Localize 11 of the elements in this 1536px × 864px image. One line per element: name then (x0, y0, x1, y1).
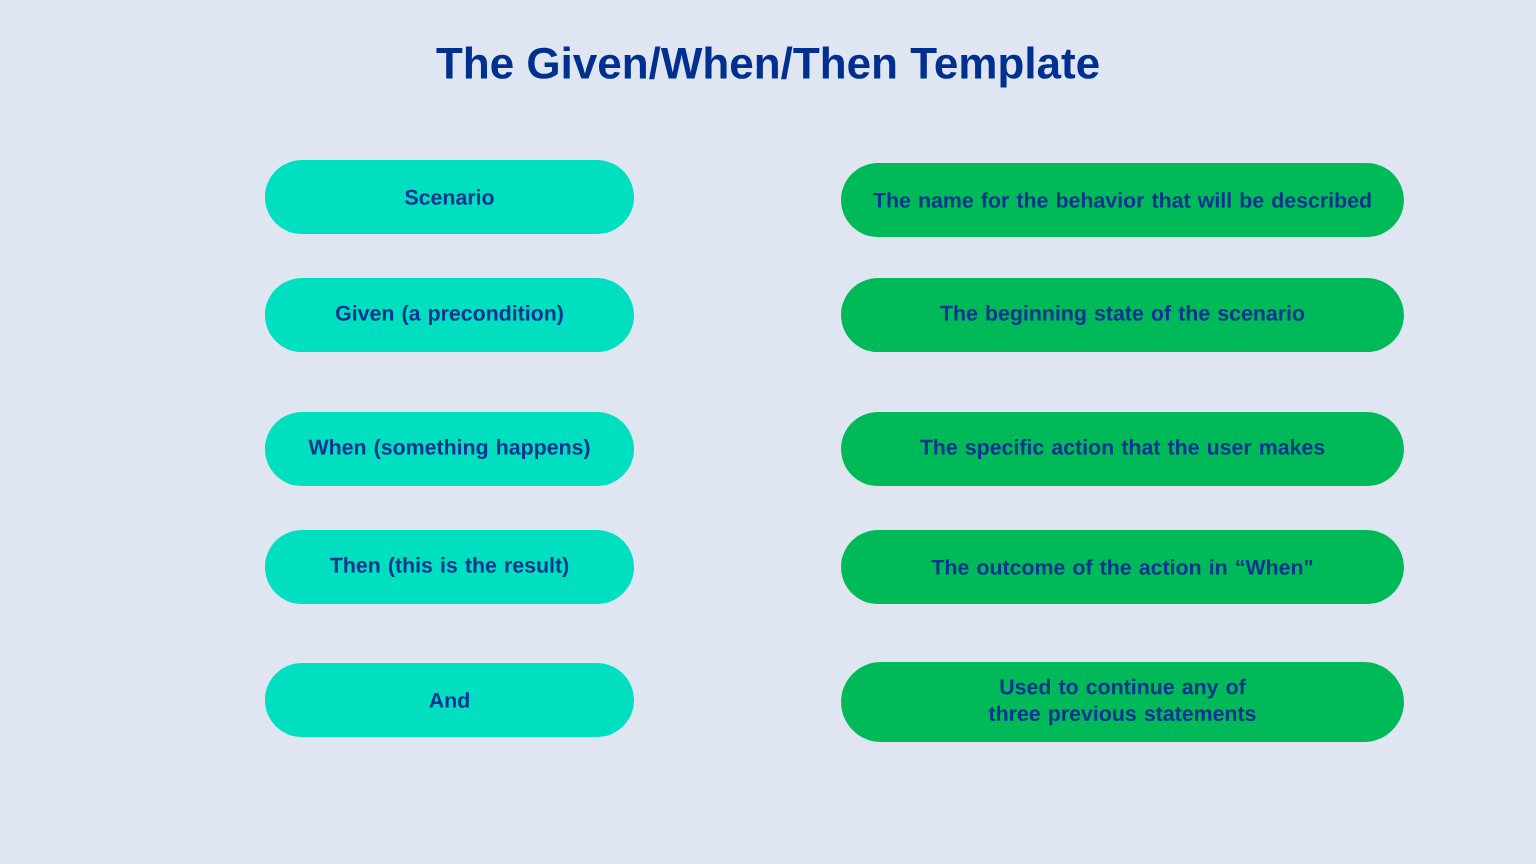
description-pill: The name for the behavior that will be described (841, 163, 1404, 237)
keyword-pill: When (something happens) (265, 412, 635, 486)
description-pill: Used to continue any of three previous statements (841, 662, 1404, 742)
keyword-pill: Given (a precondition) (265, 278, 635, 352)
keyword-pill: And (265, 663, 635, 737)
description-pill: The specific action that the user makes (841, 412, 1404, 486)
description-pill: The beginning state of the scenario (841, 278, 1404, 352)
keyword-pill: Then (this is the result) (265, 530, 635, 604)
keyword-pill: Scenario (265, 160, 635, 234)
title: The Given/When/Then Template (436, 46, 1099, 88)
description-pill: The outcome of the action in “When" (841, 530, 1404, 604)
